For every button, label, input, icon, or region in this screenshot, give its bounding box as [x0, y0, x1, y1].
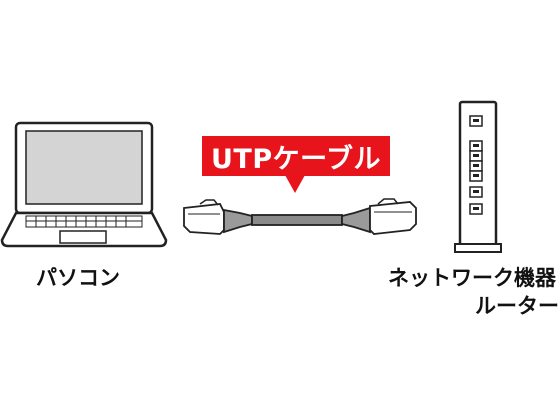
- network-device-label-line1: ネットワーク機器・: [388, 266, 560, 290]
- laptop-icon: [0, 121, 168, 248]
- network-device-label-line2: ルーター: [475, 294, 559, 318]
- cable-callout: UTPケーブル: [202, 136, 390, 176]
- pc-label: パソコン: [36, 266, 120, 290]
- callout-pointer: [285, 175, 305, 193]
- router-icon: [454, 100, 502, 253]
- network-device-label: ネットワーク機器・ ルーター: [388, 264, 560, 320]
- utp-cable-icon: [183, 198, 417, 235]
